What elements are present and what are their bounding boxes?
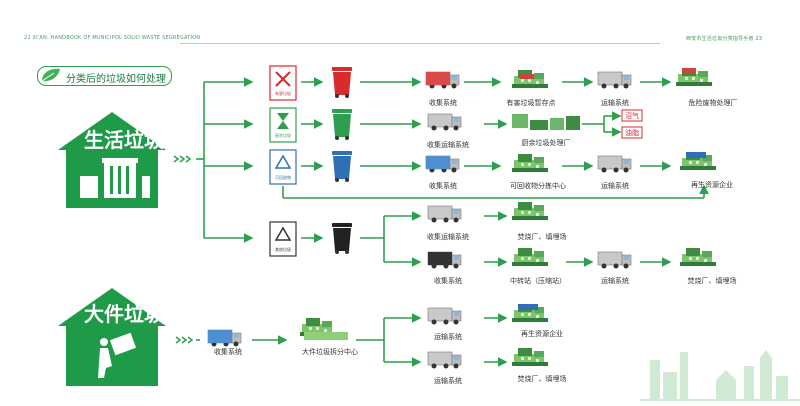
- incinerator-building-3: [512, 348, 548, 366]
- label-hazard-temp: 有害垃圾暂存点: [506, 99, 556, 107]
- hazard-transport-truck: [597, 71, 632, 89]
- bulky-center-building: [300, 318, 348, 340]
- section-banner: 分类后的垃圾如何处理: [37, 66, 172, 86]
- domestic-bracket: [196, 77, 254, 243]
- recyclable-sign: [269, 149, 297, 185]
- incinerator-building-1: [512, 202, 548, 220]
- bin-flow-arrows: [282, 77, 709, 199]
- label-transport-1: 运输系统: [601, 99, 629, 107]
- other-waste-bracket: [360, 211, 672, 267]
- hazard-plant-building: [676, 68, 712, 86]
- sign-label-hazardous: 有害垃圾: [275, 91, 291, 96]
- bulky-collect-truck: [207, 329, 242, 347]
- other-collect-truck-1: [427, 205, 462, 223]
- label-collect-2: 收集系统: [429, 182, 457, 190]
- recyclable-bin: [332, 151, 352, 182]
- domestic-waste-title: 生活垃圾: [84, 128, 164, 152]
- hazard-collect-truck: [425, 71, 460, 89]
- banner-title: 分类后的垃圾如何处理: [66, 74, 166, 85]
- bulky-waste-title: 大件垃圾: [84, 302, 164, 326]
- sign-label-recyclable: 可回收物: [275, 175, 291, 180]
- recycle-center-building: [512, 154, 548, 172]
- label-collect-4: 收集系统: [214, 348, 242, 356]
- kitchen-sign: [269, 107, 297, 143]
- domestic-waste-house: [58, 112, 166, 208]
- leaf-icon: [41, 68, 60, 82]
- label-collect-transport-1: 收集运输系统: [427, 141, 469, 149]
- label-burn-2: 焚烧厂、填埋场: [687, 277, 737, 285]
- label-collect-transport-2: 收集运输系统: [427, 233, 469, 241]
- transfer-station-building: [512, 248, 548, 266]
- bulky-flow-arrows: [196, 313, 508, 367]
- label-oil: 油脂: [625, 129, 639, 137]
- label-transport-2: 运输系统: [601, 182, 629, 190]
- label-burn-3: 焚烧厂、填埋场: [517, 375, 567, 383]
- other-bin: [332, 223, 352, 254]
- label-kitchen-plant: 厨余垃圾处理厂: [521, 139, 571, 147]
- header-left: 22 XI'AN: HANDBOOK OF MUNICIPOL SOLID WA…: [24, 35, 201, 41]
- label-renew-2: 再生资源企业: [521, 330, 563, 338]
- label-burn-1: 焚烧厂、填埋场: [517, 233, 567, 241]
- label-recycle-center: 可回收物分拣中心: [510, 182, 566, 190]
- incinerator-building-2: [680, 248, 716, 266]
- label-transport-4: 运输系统: [434, 333, 462, 341]
- sign-label-kitchen: 厨余垃圾: [275, 133, 291, 138]
- label-renew-1: 再生资源企业: [691, 181, 733, 189]
- chevrons-bulky: [175, 336, 194, 344]
- label-collect-3: 收集系统: [434, 277, 462, 285]
- other-collect-truck-2: [427, 251, 462, 269]
- label-collect-1: 收集系统: [429, 99, 457, 107]
- label-bulky-center: 大件垃圾拆分中心: [302, 348, 358, 356]
- biogas-box: [621, 109, 643, 122]
- label-hazard-plant: 危险废物处理厂: [688, 99, 738, 107]
- renew-enterprise-building: [680, 152, 716, 170]
- sign-label-other: 其他垃圾: [275, 247, 291, 252]
- recycle-transport-truck: [597, 155, 632, 173]
- hazard-temp-building: [512, 70, 548, 88]
- sign-to-bin-arrows: [301, 77, 324, 243]
- other-transport-truck: [597, 251, 632, 269]
- kitchen-plant-machinery: [512, 114, 580, 130]
- oil-box: [621, 126, 643, 139]
- hazardous-sign: [269, 65, 297, 101]
- bulky-transport-truck-2: [427, 351, 462, 369]
- kitchen-bin: [332, 109, 352, 140]
- label-biogas: 沼气: [625, 112, 639, 120]
- hazardous-bin: [332, 67, 352, 98]
- recycle-collect-truck: [425, 155, 460, 173]
- renew-enterprise-building-2: [512, 304, 548, 322]
- header-right: 西安市生活垃圾分类指导手册 23: [686, 36, 763, 42]
- chevrons-domestic: [173, 155, 192, 163]
- kitchen-collect-truck: [427, 113, 462, 131]
- label-transport-3: 运输系统: [601, 277, 629, 285]
- label-transport-5: 运输系统: [434, 377, 462, 385]
- other-sign: [269, 221, 297, 257]
- label-transfer: 中转站（压缩站）: [510, 277, 566, 285]
- header-divider: [180, 43, 660, 44]
- bulky-waste-house: [58, 288, 166, 386]
- city-skyline-decoration: [650, 350, 788, 400]
- bulky-transport-truck-1: [427, 307, 462, 325]
